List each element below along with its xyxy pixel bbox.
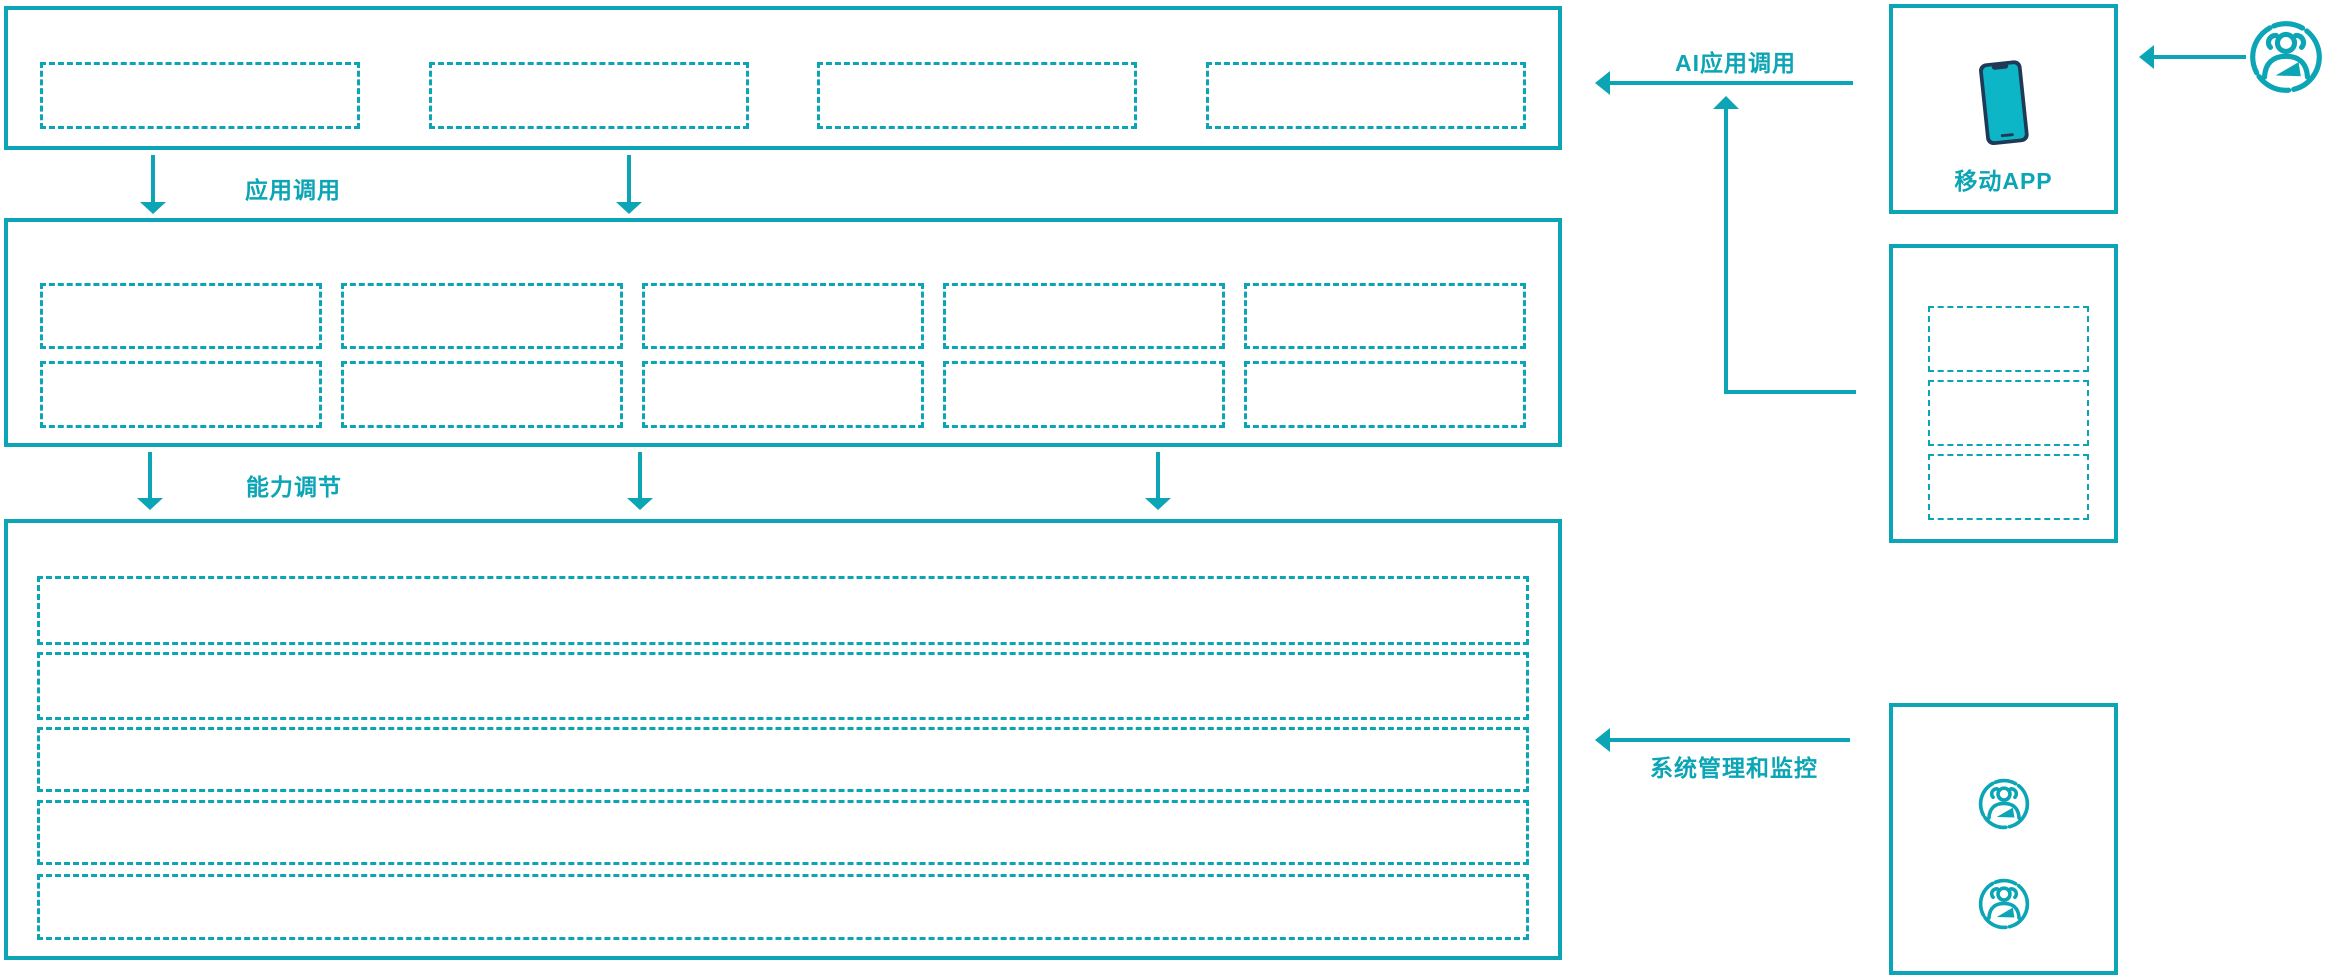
arrow-shaft: [638, 452, 642, 498]
down-arrow: [1145, 452, 1171, 510]
placeholder-box: [817, 62, 1138, 129]
placeholder-box: [1928, 454, 2089, 520]
arrow-head-down: [1145, 498, 1171, 510]
placeholder-row: [37, 652, 1529, 720]
placeholder-row: [37, 576, 1529, 645]
placeholder-row: [37, 800, 1529, 865]
user-to-app-arrow: [2139, 45, 2246, 69]
arrow-head-down: [137, 498, 163, 510]
middle-layer-row: [40, 283, 1526, 349]
placeholder-box: [1244, 283, 1526, 349]
placeholder-box: [943, 283, 1225, 349]
arrow-shaft: [2154, 55, 2246, 59]
smartphone-icon: [1976, 58, 2031, 150]
arrow-head-left: [1595, 728, 1610, 752]
placeholder-box: [943, 361, 1225, 428]
system-mgmt-label: 系统管理和监控: [1650, 755, 1818, 781]
top-layer-placeholders: [40, 62, 1526, 129]
placeholder-box: [1244, 361, 1526, 428]
arrow-head-up: [1713, 96, 1739, 109]
placeholder-box: [40, 283, 322, 349]
arrow-shaft: [148, 452, 152, 498]
arrow-shaft: [1610, 81, 1853, 85]
placeholder-row: [37, 874, 1529, 940]
users-group-icon: [2249, 20, 2323, 94]
arrow-head-left: [1595, 71, 1610, 95]
placeholder-row: [37, 727, 1529, 792]
mobile-app-box: 移动APP: [1889, 4, 2118, 214]
placeholder-box: [40, 62, 360, 129]
admin-panel-box: [1889, 703, 2118, 975]
placeholder-box: [642, 361, 924, 428]
capability-adjust-label: 能力调节: [246, 474, 342, 500]
placeholder-box: [1205, 62, 1526, 129]
ai-app-call-label: AI应用调用: [1675, 50, 1796, 76]
arrow-shaft: [151, 155, 155, 202]
middle-layer-box: [4, 218, 1562, 447]
placeholder-box: [341, 283, 623, 349]
top-layer-box: [4, 6, 1562, 150]
placeholder-box: [341, 361, 623, 428]
middle-layer-row: [40, 361, 1526, 428]
arrow-head-left: [2139, 45, 2154, 69]
down-arrow: [616, 155, 642, 214]
arrow-shaft: [1156, 452, 1160, 498]
mobile-app-label: 移动APP: [1954, 168, 2053, 194]
arrow-head-down: [140, 202, 166, 214]
arrow-shaft: [1610, 738, 1850, 742]
app-call-label: 应用调用: [245, 177, 341, 203]
down-arrow: [140, 155, 166, 214]
service-panel-box: [1889, 244, 2118, 543]
arrow-head-down: [616, 202, 642, 214]
bottom-layer-box: [4, 519, 1562, 960]
placeholder-box: [642, 283, 924, 349]
arrow-shaft: [627, 155, 631, 202]
down-arrow: [137, 452, 163, 510]
connector-line: [1724, 109, 1728, 392]
arrow-head-down: [627, 498, 653, 510]
placeholder-box: [1928, 380, 2089, 446]
connector-line: [1724, 390, 1856, 394]
system-mgmt-arrow: [1595, 728, 1850, 752]
placeholder-box: [428, 62, 749, 129]
placeholder-box: [40, 361, 322, 428]
down-arrow: [627, 452, 653, 510]
placeholder-box: [1928, 306, 2089, 372]
ai-app-call-arrow: [1595, 71, 1853, 95]
service-panel-placeholders: [1928, 306, 2089, 520]
users-group-icon: [1978, 878, 2030, 930]
users-group-icon: [1978, 778, 2030, 830]
